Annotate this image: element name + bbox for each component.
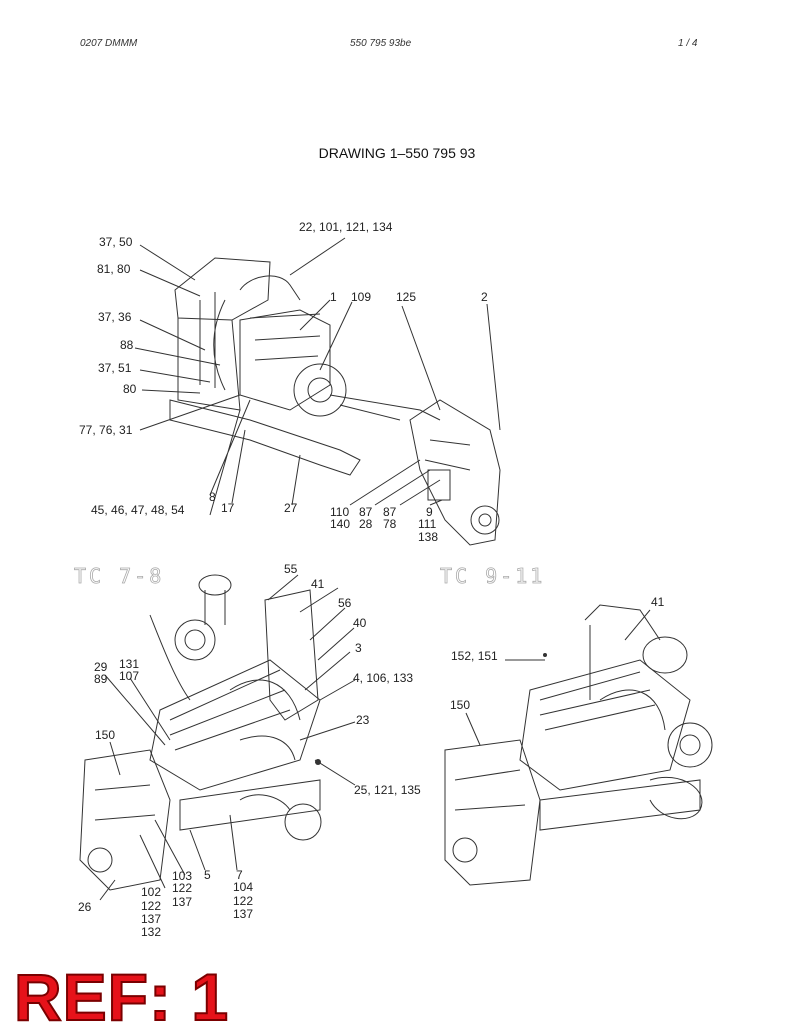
callout-28: 28 [359,517,373,531]
callout-27: 27 [284,501,298,515]
callout-122-a: 122 [172,881,193,895]
callout-109: 109 [351,290,372,304]
callout-152-151: 152, 151 [451,649,498,663]
callout-122-c: 122 [141,899,162,913]
callout-55: 55 [284,562,298,576]
group-label-tc911: TC 9-11 [440,564,546,589]
callout-131: 131 [119,657,140,671]
callout-7: 7 [236,868,243,882]
callout-104: 104 [233,880,254,894]
callout-103: 103 [172,869,193,883]
callout-81-80: 81, 80 [97,262,131,276]
callout-150-left: 150 [95,728,116,742]
doc-code: 0207 DMMM [80,38,138,49]
callout-137-c: 137 [141,912,162,926]
callout-122-b: 122 [233,894,254,908]
callout-111: 111 [418,517,437,531]
ref-stamp: REF: 1 [13,960,230,1034]
callout-37-51: 37, 51 [98,361,132,375]
callout-8: 8 [209,490,216,504]
callout-132: 132 [141,925,162,939]
callout-17: 17 [221,501,235,515]
callout-89: 89 [94,672,108,686]
callout-56: 56 [338,596,352,610]
drawing-title: DRAWING 1–550 795 93 [318,145,476,161]
callout-77-76-31: 77, 76, 31 [79,423,133,437]
callout-88: 88 [120,338,134,352]
callout-2: 2 [481,290,488,304]
callout-4-106-133: 4, 106, 133 [353,671,414,685]
callout-87-b: 87 [383,505,397,519]
callout-29: 29 [94,660,108,674]
callout-80: 80 [123,382,137,396]
callout-45-46-47-48-54: 45, 46, 47, 48, 54 [91,503,185,517]
callout-5: 5 [204,868,211,882]
callout-37-36: 37, 36 [98,310,132,324]
callout-25-121-135: 25, 121, 135 [354,783,421,797]
callout-3: 3 [355,641,362,655]
callout-102: 102 [141,885,162,899]
callout-137-b: 137 [233,907,254,921]
callout-150-right: 150 [450,698,471,712]
callout-22-101-121-134: 22, 101, 121, 134 [299,220,393,234]
group-label-tc78: TC 7-8 [74,564,165,589]
callout-138: 138 [418,530,439,544]
callout-1: 1 [330,290,337,304]
callout-37-50: 37, 50 [99,235,133,249]
callout-40: 40 [353,616,367,630]
callout-125: 125 [396,290,417,304]
callout-41: 41 [311,577,325,591]
callout-140: 140 [330,517,351,531]
page-number: 1 / 4 [678,38,698,49]
callout-9: 9 [426,505,433,519]
callout-110: 110 [330,505,350,519]
part-number: 550 795 93be [350,38,412,49]
callout-23: 23 [356,713,370,727]
callout-78: 78 [383,517,397,531]
callout-107: 107 [119,669,140,683]
callout-41-right: 41 [651,595,665,609]
callout-137-a: 137 [172,895,193,909]
callout-87-a: 87 [359,505,373,519]
callout-26: 26 [78,900,92,914]
